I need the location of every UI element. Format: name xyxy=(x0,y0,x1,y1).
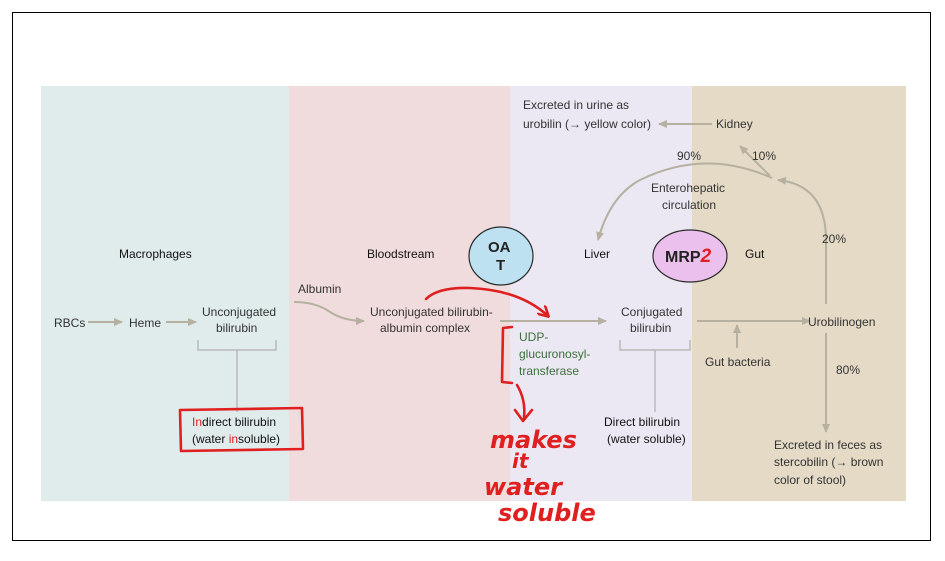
conjugation-arrow-annotation xyxy=(424,286,548,316)
handwritten-note-soluble: soluble xyxy=(498,499,596,527)
mrp-label: MRP2 xyxy=(665,246,712,267)
gut-bacteria-label: Gut bacteria xyxy=(705,355,771,369)
oat-transporter-bubble xyxy=(468,226,534,286)
urobilinogen-label: Urobilinogen xyxy=(808,315,875,329)
complex-line2: albumin complex xyxy=(380,321,470,335)
enterohepatic-line2: circulation xyxy=(662,198,716,212)
section-title-bloodstream: Bloodstream xyxy=(367,247,434,261)
unconjugated-bilirubin-line2: bilirubin xyxy=(216,321,257,335)
arrow-enterohepatic-liver xyxy=(596,162,773,241)
arrow-urobilinogen-up xyxy=(777,176,827,304)
macrophages-section xyxy=(41,86,289,501)
handwritten-note-water: water xyxy=(484,473,564,501)
indirect-highlight-box xyxy=(178,406,305,453)
arrow-to-kidney xyxy=(739,145,771,177)
gut-section xyxy=(692,86,906,501)
section-title-gut: Gut xyxy=(745,247,765,261)
enterohepatic-line1: Enterohepatic xyxy=(651,181,725,195)
section-title-liver: Liver xyxy=(584,247,610,261)
udp-line1: UDP- xyxy=(519,330,548,344)
section-title-macrophages: Macrophages xyxy=(119,247,192,261)
direct-bilirubin-line2: (water soluble) xyxy=(607,432,686,446)
feces-line3: color of stool) xyxy=(774,473,846,487)
mrp2-transporter-bubble xyxy=(652,229,728,283)
slide-frame xyxy=(12,12,931,541)
udp-line3: transferase xyxy=(519,364,579,378)
udp-arrowhead-annotation xyxy=(513,408,534,423)
kidney-label: Kidney xyxy=(716,117,753,131)
percent-20: 20% xyxy=(822,232,846,246)
handwritten-note-it: it xyxy=(512,449,530,473)
albumin-label: Albumin xyxy=(298,282,341,296)
complex-line1: Unconjugated bilirubin- xyxy=(370,305,493,319)
percent-80: 80% xyxy=(836,363,860,377)
bloodstream-section xyxy=(289,86,510,501)
percent-90: 90% xyxy=(677,149,701,163)
conjugated-bilirubin-line2: bilirubin xyxy=(630,321,671,335)
indirect-bilirubin-line1: Indirect bilirubin xyxy=(192,415,276,429)
unconjugated-bilirubin-line1: Unconjugated xyxy=(202,305,276,319)
handwritten-note-makes: makes xyxy=(490,426,577,454)
indirect-bilirubin-line2: (water insoluble) xyxy=(192,432,280,446)
oat-line2: T xyxy=(496,257,505,274)
liver-section xyxy=(510,86,692,501)
arrow-albumin-complex xyxy=(293,301,365,325)
conjugated-bilirubin-line1: Conjugated xyxy=(621,305,682,319)
urine-line2: urobilin (→ yellow color) xyxy=(523,117,651,131)
oat-line1: OA xyxy=(488,239,511,256)
rbcs-label: RBCs xyxy=(54,316,85,330)
urine-line1: Excreted in urine as xyxy=(523,98,629,112)
percent-10: 10% xyxy=(752,149,776,163)
feces-line2: stercobilin (→ brown xyxy=(774,455,883,469)
udp-line2: glucuronosyl- xyxy=(519,347,590,361)
direct-bilirubin-line1: Direct bilirubin xyxy=(604,415,680,429)
udp-bracket-annotation xyxy=(500,325,514,385)
udp-down-arrow-annotation xyxy=(515,383,526,420)
heme-label: Heme xyxy=(129,316,161,330)
bracket-conjugated xyxy=(619,340,691,412)
bracket-unconjugated xyxy=(197,340,277,412)
feces-line1: Excreted in feces as xyxy=(774,438,882,452)
